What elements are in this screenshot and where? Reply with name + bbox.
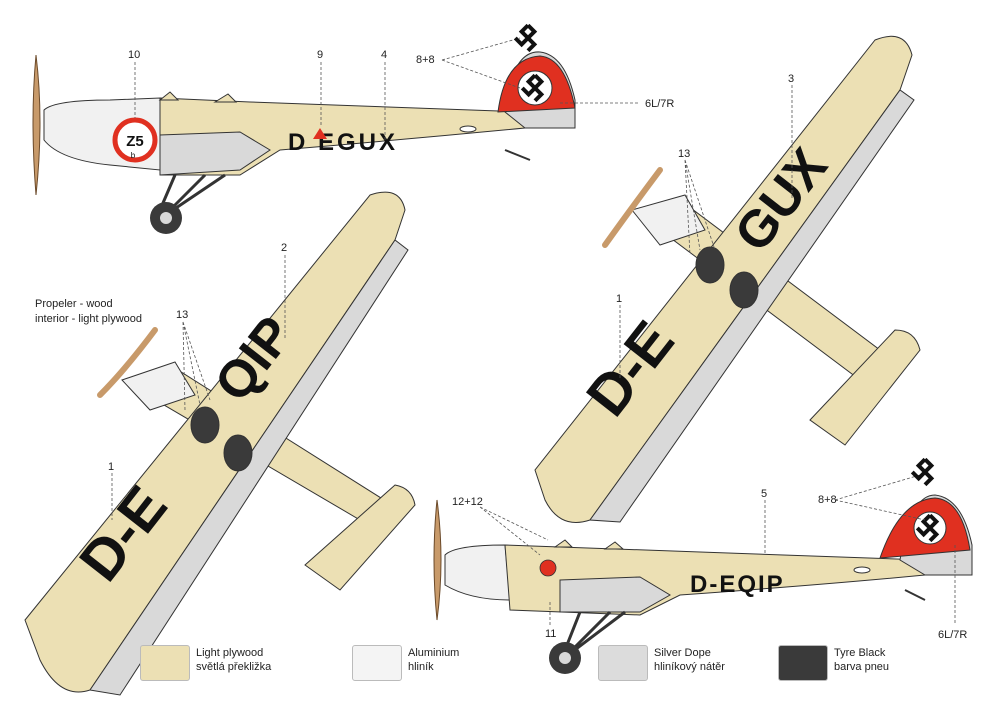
callout-2: 2 [281, 242, 287, 254]
legend-label: Light plywood [196, 647, 264, 659]
legend-swatch [778, 645, 828, 681]
registration-side-bottom: D-EQIP [690, 571, 785, 598]
wing-root-side-top [159, 131, 271, 176]
aileron-plan-right [589, 89, 915, 523]
nose-side-bottom [444, 544, 511, 601]
callout-13b: 13 [176, 309, 188, 321]
callout-9: 9 [317, 49, 323, 61]
cockpit-front-left [190, 406, 220, 444]
callout-1a: 1 [616, 293, 622, 305]
callout-12: 12+12 [452, 496, 483, 508]
nose-plan-left [121, 361, 196, 411]
legend-swatch [598, 645, 648, 681]
side-view-top: Z5 b D EGUX [32, 51, 576, 234]
tailplane-plan-right [809, 329, 921, 446]
legend-label: Silver Dope [654, 647, 711, 659]
registration-side-top: D EGUX [288, 129, 398, 156]
callout-13a: 13 [678, 148, 690, 160]
decal-swastika-bottom [910, 457, 940, 487]
wing-plan-right [534, 35, 913, 523]
propeller-side-top [32, 54, 41, 196]
side-view-bottom: D-EQIP [433, 494, 973, 674]
cockpit-front-right [695, 246, 725, 284]
callout-11: 11 [545, 628, 556, 640]
propeller-plan-left [97, 327, 158, 398]
propeller-plan-right [602, 167, 663, 248]
callout-4: 4 [381, 49, 387, 61]
callout-labels: 10 9 4 8+8 6L/7R 3 13 13 2 1 1 5 12+12 1… [108, 49, 967, 641]
legend-swatch [140, 645, 190, 681]
legend-label-cz: barva pneu [834, 661, 890, 673]
plan-view-right: D-E GUX [534, 35, 921, 523]
callout-8b: 8+8 [818, 494, 837, 506]
callout-leaders [111, 37, 956, 625]
nose-plan-right [631, 194, 706, 246]
red-triangle-marker [313, 128, 327, 139]
callout-3: 3 [788, 73, 794, 85]
race-number-sub: b [131, 151, 136, 160]
callout-8a: 8+8 [416, 54, 435, 66]
aileron-plan-left [89, 239, 409, 696]
callout-1b: 1 [108, 461, 114, 473]
legend-label-cz: světlá překližka [196, 661, 272, 673]
legend-swatch [352, 645, 402, 681]
callout-6b: 6L/7R [938, 629, 967, 641]
wing-plan-left [24, 191, 406, 693]
callout-6a: 6L/7R [645, 98, 674, 110]
legend-label-cz: hliník [408, 661, 434, 673]
legend-label-cz: hliníkový nátěr [654, 661, 725, 673]
cockpit-rear-right [729, 271, 759, 309]
race-number-disc [112, 117, 158, 163]
note-propeller: Propeler - wood [35, 298, 113, 310]
legend-label: Tyre Black [834, 647, 886, 659]
legend-label: Aluminium [408, 647, 460, 659]
callout-5: 5 [761, 488, 767, 500]
callout-10: 10 [128, 49, 140, 61]
race-number: Z5 [126, 133, 144, 150]
plan-view-left: D-E QIP [24, 191, 416, 696]
material-note: Propeler - wood interior - light plywood [35, 297, 142, 327]
fuselage-emblem [539, 559, 557, 577]
tailplane-plan-left [304, 484, 416, 591]
cockpit-rear-left [223, 434, 253, 472]
note-interior: interior - light plywood [35, 313, 142, 325]
propeller-side-bottom [433, 499, 442, 621]
